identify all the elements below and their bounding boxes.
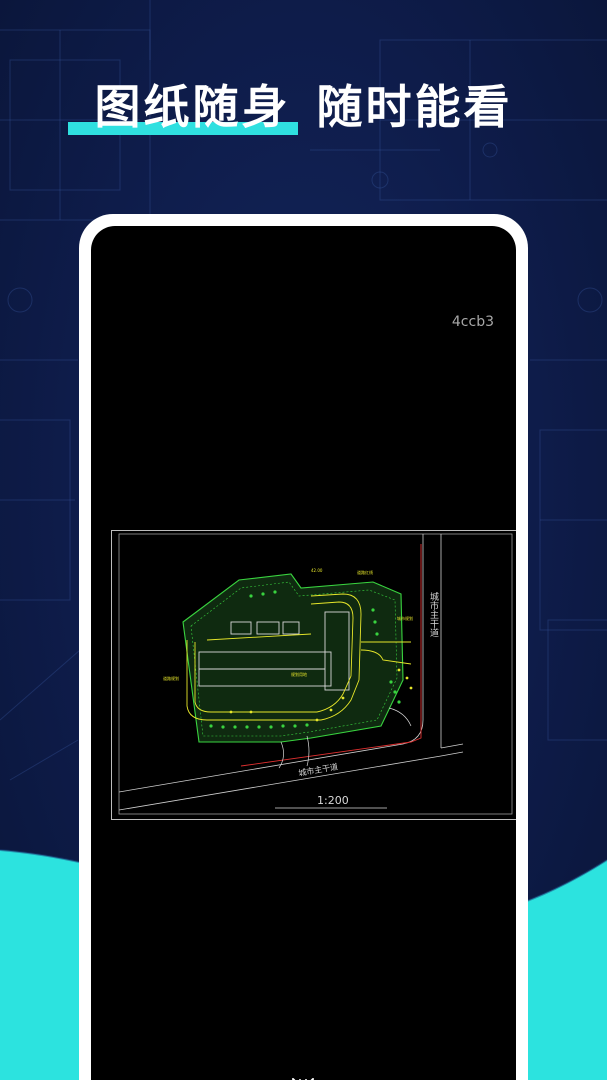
property-line	[240, 544, 422, 767]
building-footprint	[198, 611, 350, 691]
road-bottom	[118, 743, 464, 811]
cad-viewer-screen[interactable]: 4ccb3	[91, 226, 516, 1080]
site-boundary	[182, 573, 404, 743]
sheet-border	[111, 530, 516, 820]
collapse-arrows-icon[interactable]	[290, 1076, 316, 1080]
annotations: 42.00 道路红线 城市规划 道路规划 规划用地	[163, 568, 413, 681]
planting-yellow	[229, 668, 413, 722]
svg-text:城市规划: 城市规划	[397, 615, 413, 621]
svg-text:42.00: 42.00	[311, 568, 323, 573]
sheet-inner-border	[118, 533, 513, 815]
file-id-label: 4ccb3	[451, 314, 494, 330]
headline-part2: 随时能看	[316, 80, 513, 134]
road-label-bottom: 城市主干道	[298, 761, 339, 778]
headline-text: 图纸随身随时能看	[0, 72, 607, 142]
phone-frame: 4ccb3	[79, 214, 528, 1080]
entrance-curves	[278, 707, 412, 769]
svg-text:道路规划: 道路规划	[163, 675, 179, 681]
internal-roads	[186, 593, 412, 721]
headline-part1: 图纸随身	[94, 80, 291, 134]
scale-label: 1:200	[317, 794, 349, 807]
headline-underline	[68, 122, 298, 135]
road-right	[402, 534, 442, 748]
planting	[209, 590, 401, 729]
headline: 图纸随身随时能看	[0, 72, 607, 142]
cad-drawing[interactable]: 42.00 道路红线 城市规划 道路规划 规划用地 城市主干道 城市主干道 1:…	[111, 530, 516, 820]
svg-text:道路红线: 道路红线	[357, 569, 373, 575]
road-label-right: 城市主干道	[428, 592, 439, 638]
svg-text:规划用地: 规划用地	[291, 671, 307, 677]
